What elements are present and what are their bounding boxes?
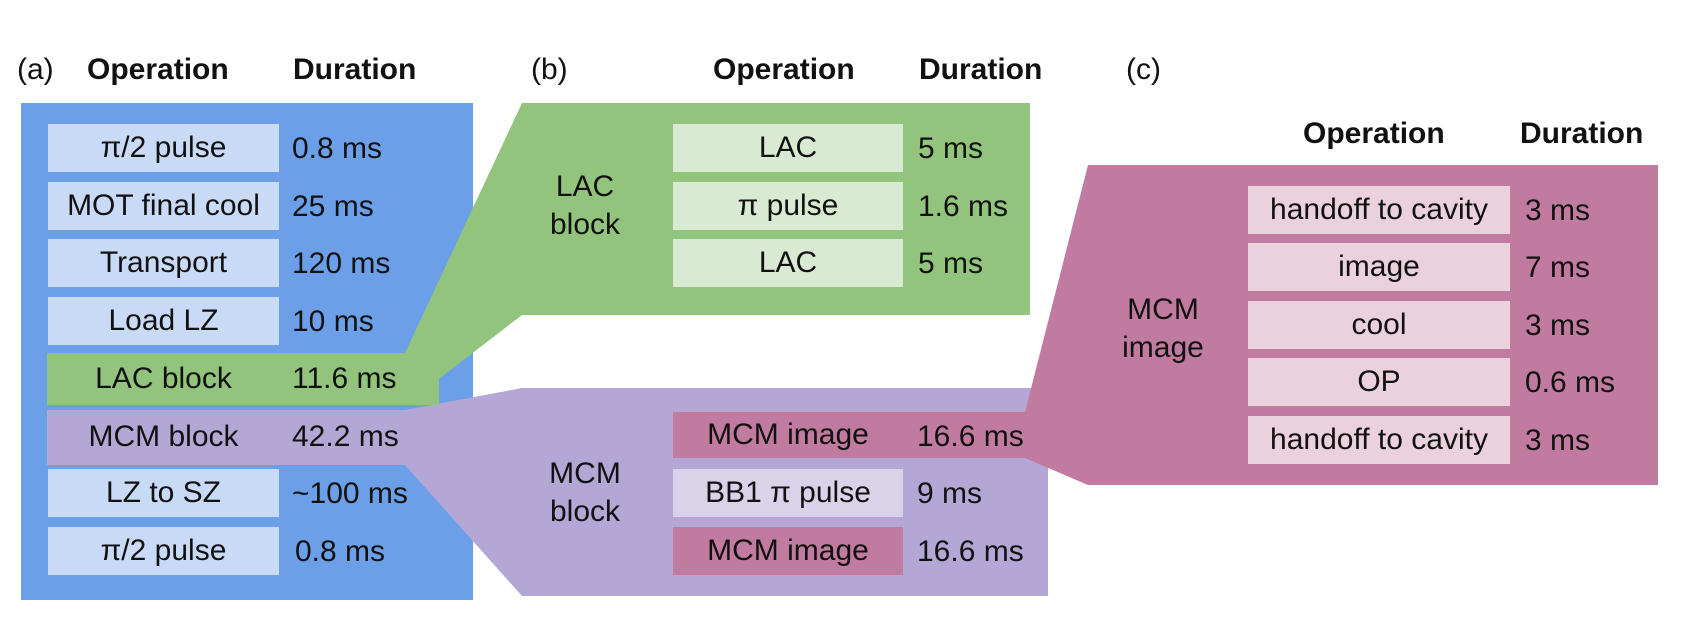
op-box: π/2 pulse — [48, 124, 279, 172]
panel-c-header-duration: Duration — [1520, 117, 1644, 150]
op-box: π pulse — [673, 182, 903, 230]
mcm-row-highlight — [47, 410, 439, 465]
panel-b-header-operation: Operation — [713, 53, 855, 86]
duration-value: 5 ms — [918, 247, 984, 280]
duration-value: 42.2 ms — [292, 420, 399, 453]
duration-value: 0.8 ms — [295, 535, 386, 568]
duration-value: 0.8 ms — [292, 132, 383, 165]
op-box: MOT final cool — [48, 182, 279, 230]
op-box: MCM block — [88, 420, 239, 453]
op-box: MCM image — [673, 527, 903, 575]
panel-a-tag: (a) — [17, 53, 54, 86]
op-box: LZ to SZ — [48, 469, 279, 517]
mcm-image-label-line1: MCM — [1127, 293, 1199, 326]
mcm-image-label: MCM image — [1115, 291, 1211, 367]
mcm-image-label-line2: image — [1122, 331, 1204, 364]
lac-block-label-line1: LAC — [555, 170, 615, 203]
op-box: LAC block — [95, 362, 232, 395]
duration-value: 25 ms — [292, 190, 374, 223]
duration-value: 3 ms — [1525, 194, 1591, 227]
lac-block-label: LAC block — [540, 168, 630, 244]
panel-b-tag: (b) — [531, 53, 568, 86]
duration-value: 11.6 ms — [292, 362, 397, 395]
op-box: BB1 π pulse — [673, 469, 903, 517]
op-box: handoff to cavity — [1248, 416, 1510, 464]
duration-value: 0.6 ms — [1525, 366, 1616, 399]
duration-value: 16.6 ms — [917, 535, 1024, 568]
duration-value: 3 ms — [1525, 424, 1591, 457]
mcm-block-label: MCM block — [540, 455, 630, 531]
duration-value: 7 ms — [1525, 251, 1591, 284]
panel-c-tag: (c) — [1126, 53, 1161, 86]
op-box: image — [1248, 243, 1510, 291]
panel-a-header-duration: Duration — [293, 53, 417, 86]
mcm-block-label-line1: MCM — [549, 457, 621, 490]
duration-value: 9 ms — [917, 477, 983, 510]
op-box: cool — [1248, 301, 1510, 349]
panel-a-header-operation: Operation — [87, 53, 229, 86]
op-box: π/2 pulse — [48, 527, 279, 575]
duration-value: 10 ms — [292, 305, 374, 338]
lac-row-highlight — [47, 353, 439, 405]
op-box: handoff to cavity — [1248, 186, 1510, 234]
mcm-image-row-highlight — [673, 412, 1053, 458]
op-box: Load LZ — [48, 297, 279, 345]
op-box: OP — [1248, 358, 1510, 406]
panel-b-header-duration: Duration — [919, 53, 1043, 86]
duration-value: 1.6 ms — [918, 190, 1009, 223]
lac-block-label-line2: block — [549, 208, 621, 241]
duration-value: ~100 ms — [292, 477, 408, 510]
op-box: LAC — [673, 124, 903, 172]
duration-value: 16.6 ms — [917, 420, 1024, 453]
op-box: LAC — [673, 239, 903, 287]
panel-a-background — [21, 103, 473, 600]
mcm-block-label-line2: block — [549, 495, 621, 528]
panel-c-header-operation: Operation — [1303, 117, 1445, 150]
op-box: MCM image — [707, 418, 869, 451]
duration-value: 5 ms — [918, 132, 984, 165]
op-box: Transport — [48, 239, 279, 287]
duration-value: 120 ms — [292, 247, 391, 280]
duration-value: 3 ms — [1525, 309, 1591, 342]
